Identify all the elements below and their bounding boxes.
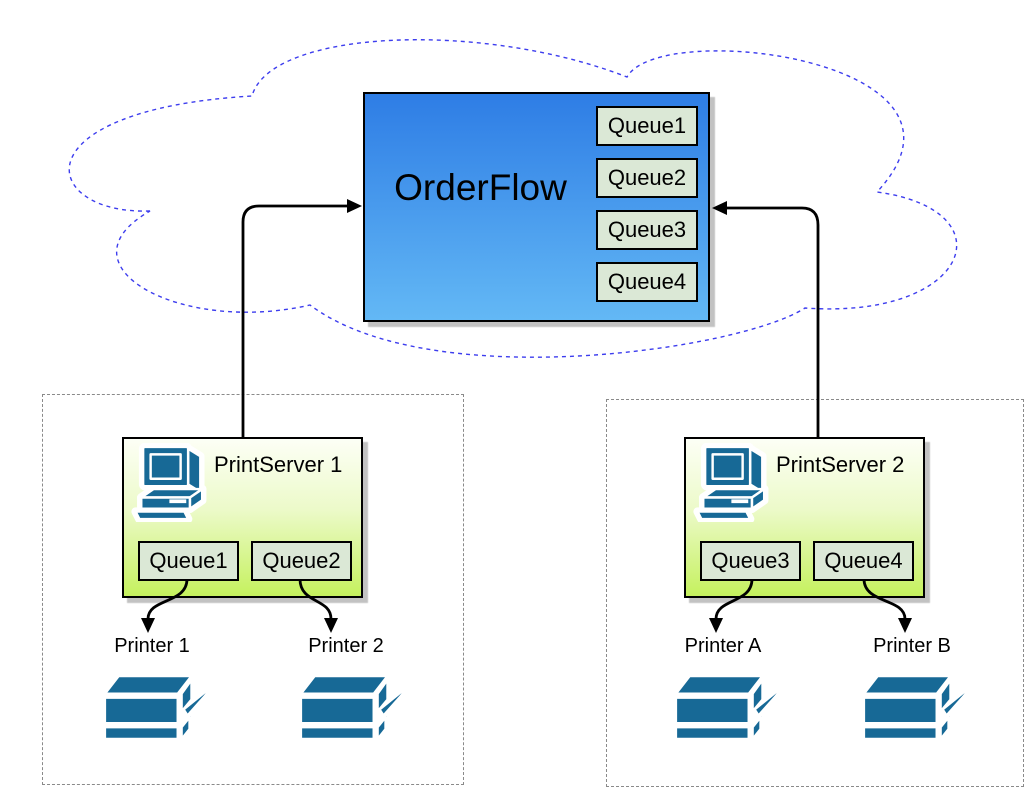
printer-icon xyxy=(103,674,217,741)
printserver2-title: PrintServer 2 xyxy=(776,452,905,477)
printserver2-queue4-box: Queue4 xyxy=(813,541,914,581)
printer-icon xyxy=(299,674,413,741)
orderflow-queue4-box: Queue4 xyxy=(596,262,698,302)
printer2-label: Printer 2 xyxy=(308,635,384,657)
printserver1-title: PrintServer 1 xyxy=(214,452,343,477)
orderflow-queue3-box: Queue3 xyxy=(596,210,698,250)
printer-icon xyxy=(862,674,976,741)
printerA-label: Printer A xyxy=(684,635,762,657)
orderflow-box: OrderFlow Queue1 Queue2 Queue3 Queue4 xyxy=(363,92,710,322)
orderflow-queue2-box: Queue2 xyxy=(596,158,698,198)
printserver1-queue2-box: Queue2 xyxy=(251,541,352,581)
printserver2-box: PrintServer 2 Queue3 Queue4 xyxy=(684,437,925,598)
printserver2-queue3-box: Queue3 xyxy=(700,541,801,581)
printerB-label: Printer B xyxy=(873,635,951,657)
printer-icon xyxy=(674,674,788,741)
printserver1-box: PrintServer 1 Queue1 Queue2 xyxy=(122,437,363,598)
orderflow-title: OrderFlow xyxy=(394,167,567,208)
computer-icon xyxy=(130,443,220,522)
printer1-label: Printer 1 xyxy=(114,635,190,657)
computer-icon xyxy=(692,443,782,522)
orderflow-queue1-box: Queue1 xyxy=(596,106,698,146)
printserver1-queue1-box: Queue1 xyxy=(138,541,239,581)
